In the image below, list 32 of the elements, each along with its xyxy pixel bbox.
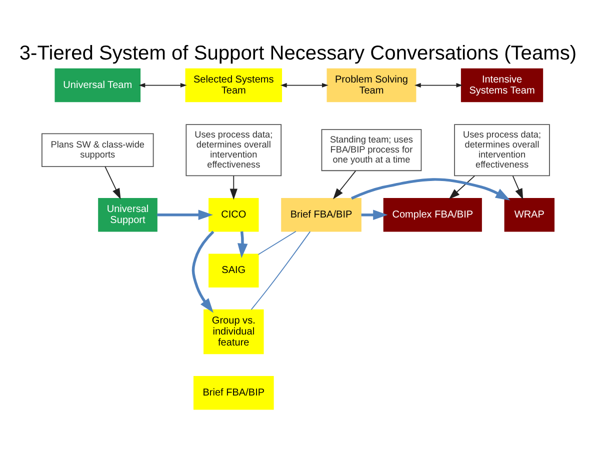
arrow: [104, 166, 121, 200]
node-box: WRAP: [504, 198, 554, 232]
node-box: Selected Systems Team: [185, 68, 282, 102]
node-box: Problem Solving Team: [326, 68, 416, 102]
arrow: [351, 178, 510, 200]
node-box: CICO: [208, 198, 259, 232]
arrow: [414, 83, 463, 88]
node-box: Brief FBA/BIP: [193, 376, 274, 410]
arrow: [333, 170, 356, 200]
node-box: Brief FBA/BIP: [281, 198, 362, 232]
arrow: [157, 210, 213, 220]
node-box: Plans SW & class-wide supports: [42, 133, 154, 167]
node-box: SAIG: [208, 254, 259, 288]
node-box: Uses process data; determines overall intervention effectiveness: [454, 124, 550, 176]
node-box: Universal Team: [54, 68, 141, 102]
arrow: [192, 230, 214, 313]
connector: [258, 230, 296, 255]
arrow: [448, 175, 476, 200]
diagram-title: 3-Tiered System of Support Necessary Conversations (Teams): [19, 42, 577, 64]
node-box: Universal Support: [98, 198, 158, 232]
arrow: [230, 175, 238, 200]
arrow: [280, 83, 328, 88]
node-box: Standing team; uses FBA/BIP process for one youth at a time: [321, 129, 422, 172]
arrow: [512, 175, 524, 200]
node-box: Uses process data; determines overall intervention effectiveness: [186, 124, 282, 176]
arrow: [361, 210, 388, 220]
node-box: Group vs. individual feature: [204, 309, 264, 354]
node-box: Intensive Systems Team: [460, 68, 544, 102]
connector: [250, 231, 311, 310]
arrow: [238, 231, 248, 258]
arrow: [138, 83, 187, 88]
node-box: Complex FBA/BIP: [383, 198, 482, 232]
